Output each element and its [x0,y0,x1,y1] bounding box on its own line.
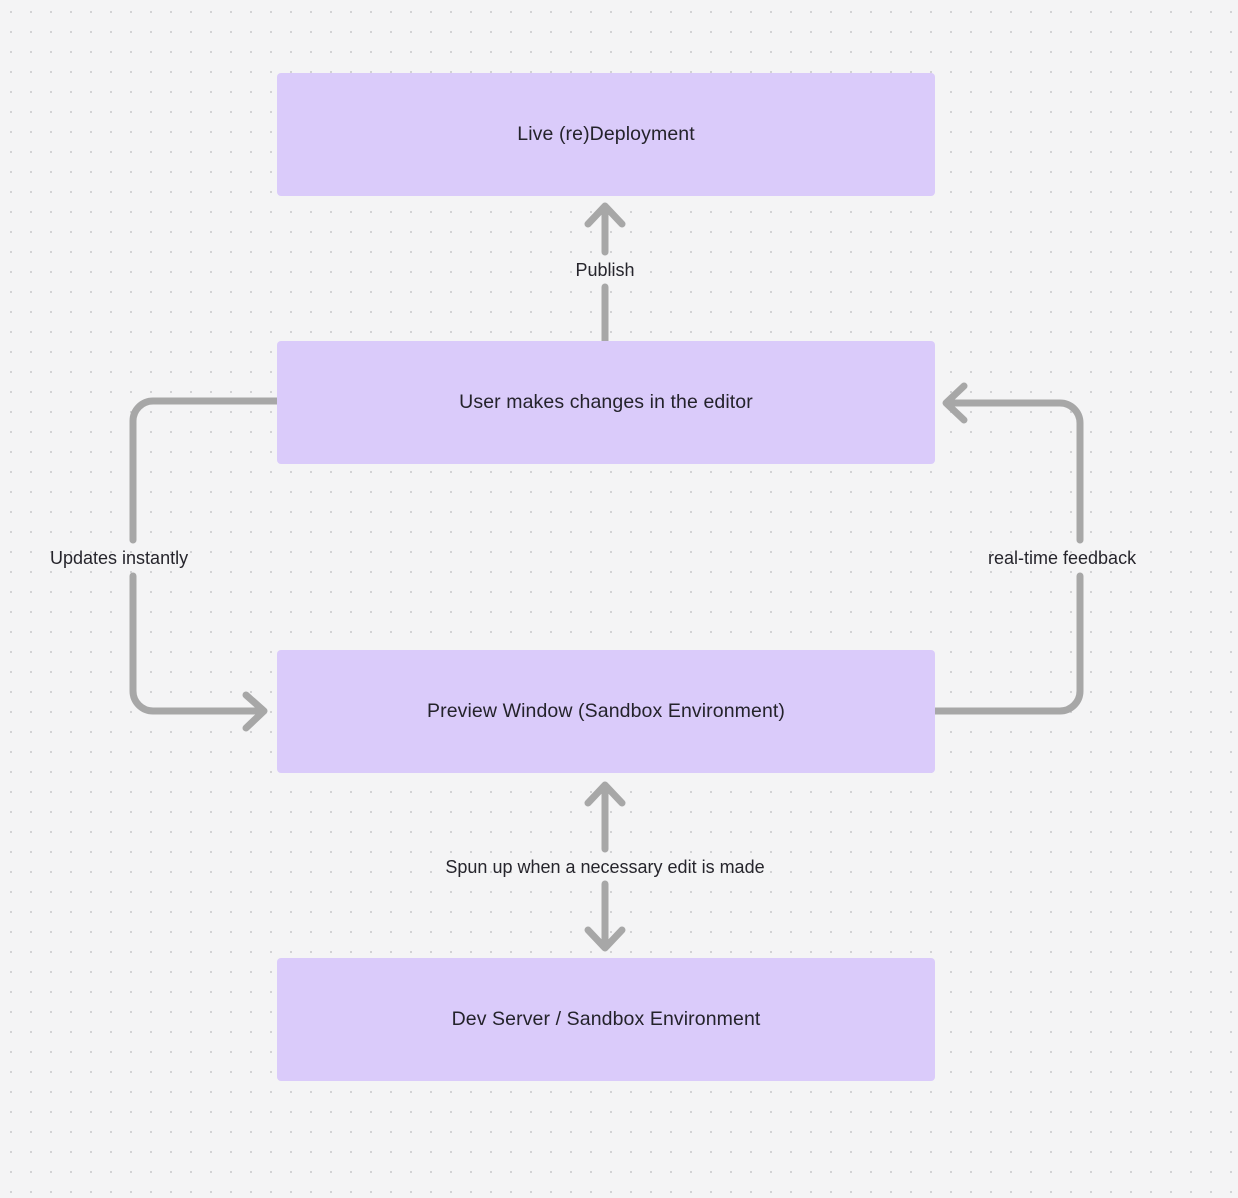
node-label: Live (re)Deployment [517,122,695,145]
node-preview-window[interactable]: Preview Window (Sandbox Environment) [277,650,935,773]
edge-label-publish: Publish [575,260,635,280]
node-user-edits[interactable]: User makes changes in the editor [277,341,935,464]
edge-label-updates-instantly: Updates instantly [50,548,189,568]
node-label: User makes changes in the editor [459,390,753,413]
node-label: Preview Window (Sandbox Environment) [427,699,785,722]
node-dev-server[interactable]: Dev Server / Sandbox Environment [277,958,935,1081]
node-live-deployment[interactable]: Live (re)Deployment [277,73,935,196]
edge-label-real-time-feedback: real-time feedback [988,548,1137,568]
edge-label-spun-up: Spun up when a necessary edit is made [445,857,765,877]
node-label: Dev Server / Sandbox Environment [451,1007,761,1030]
